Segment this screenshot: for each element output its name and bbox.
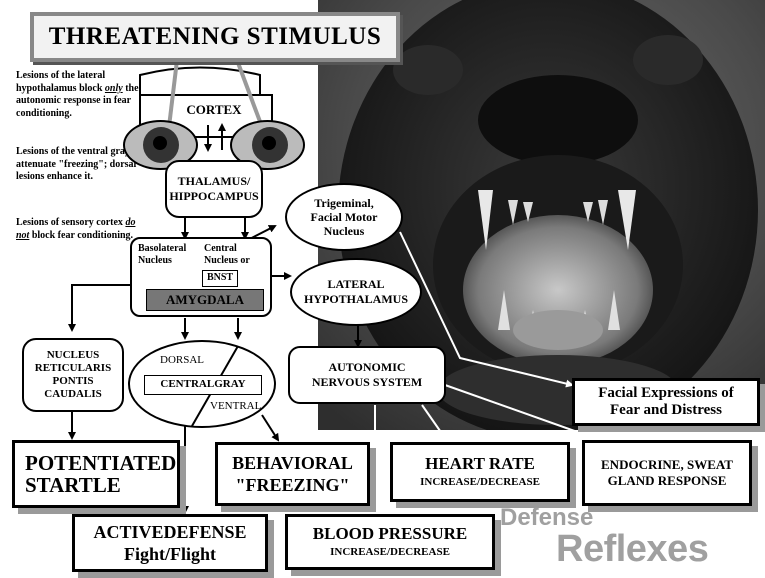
amygdala-label: AMYGDALA xyxy=(146,289,264,311)
thalamus-hippocampus-box: THALAMUS/ HIPPOCAMPUS xyxy=(165,160,263,218)
watermark-reflexes: Reflexes xyxy=(556,528,708,571)
endocrine-sweat-gland-response: ENDOCRINE, SWEAT GLAND RESPONSE xyxy=(582,440,752,506)
blood-pressure: BLOOD PRESSURE INCREASE/DECREASE xyxy=(285,514,495,570)
dorsal-label: DORSAL xyxy=(160,354,204,366)
trigeminal-facial-motor-nucleus: Trigeminal, Facial Motor Nucleus xyxy=(285,183,403,251)
behavioral-freezing: BEHAVIORAL "FREEZING" xyxy=(215,442,370,506)
central-gray-ellipse: DORSAL CENTRALGRAY VENTRAL xyxy=(128,340,276,428)
heart-rate: HEART RATE INCREASE/DECREASE xyxy=(390,442,570,502)
ventral-label: VENTRAL xyxy=(210,400,261,412)
page-title: THREATENING STIMULUS xyxy=(49,23,382,51)
note-lateral-hypothalamus: Lesions of the lateral hypothalamus bloc… xyxy=(16,70,141,120)
autonomic-nervous-system: AUTONOMIC NERVOUS SYSTEM xyxy=(288,346,446,404)
active-defense: ACTIVEDEFENSE Fight/Flight xyxy=(72,514,268,572)
title-box: THREATENING STIMULUS xyxy=(30,12,400,62)
note-sensory-cortex: Lesions of sensory cortex do not block f… xyxy=(16,217,136,242)
cortex-label: CORTEX xyxy=(178,102,250,118)
central-gray-label: CENTRALGRAY xyxy=(144,375,262,395)
potentiated-startle: POTENTIATED STARTLE xyxy=(12,440,180,508)
facial-expressions: Facial Expressions of Fear and Distress xyxy=(572,378,760,426)
bnst-box: BNST xyxy=(202,270,238,287)
nucleus-reticularis-pontis-caudalis: NUCLEUS RETICULARIS PONTIS CAUDALIS xyxy=(22,338,124,412)
lateral-hypothalamus: LATERAL HYPOTHALAMUS xyxy=(290,258,422,326)
note-ventral-gray: Lesions of the ventral gray attenuate "f… xyxy=(16,146,141,184)
